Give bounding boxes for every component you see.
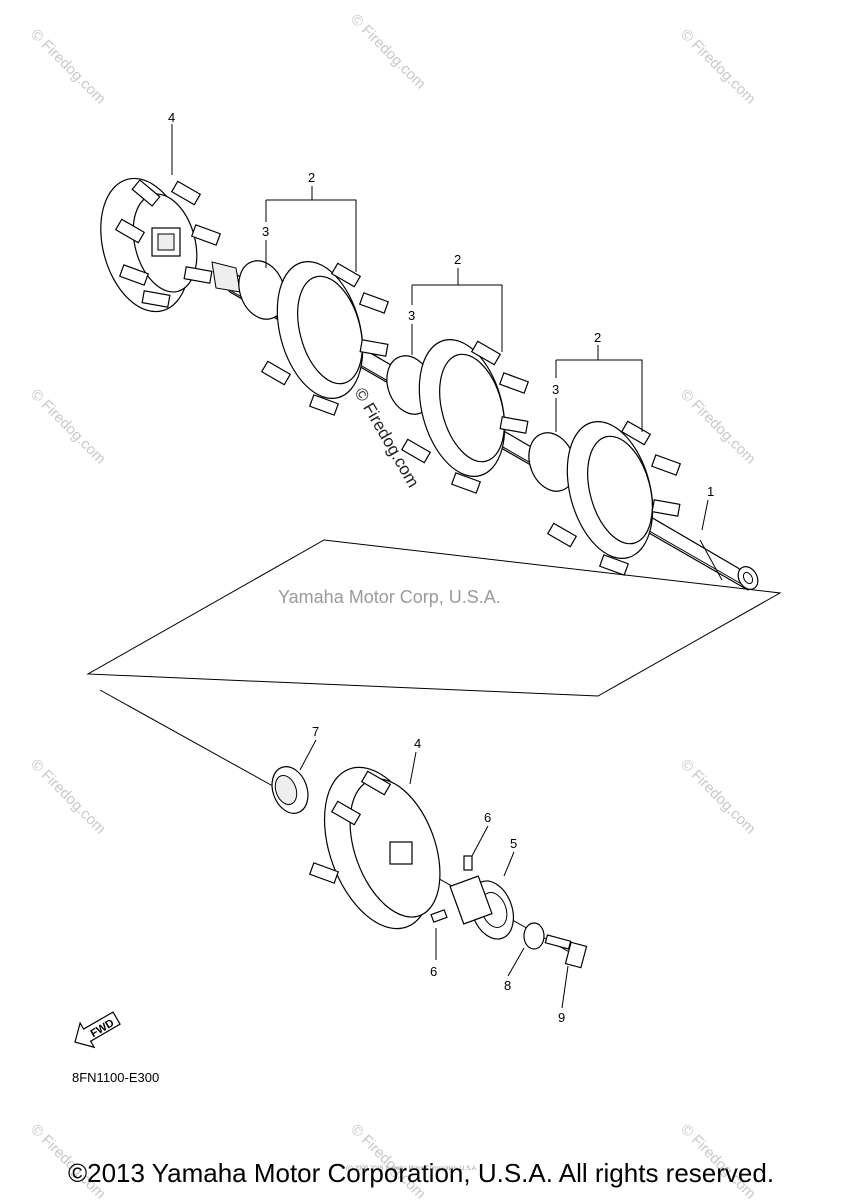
copyright-footer: ©2013 Yamaha Motor Corporation, U.S.A. A… [67,1158,775,1188]
callout-2a: 2 [308,170,315,185]
callout-3c: 3 [552,382,559,397]
callout-labels: 1 2 2 2 3 3 3 4 4 5 6 6 7 8 9 [168,110,714,1025]
callout-brackets [171,124,709,531]
center-watermark: Yamaha Motor Corp, U.S.A. [278,587,501,607]
sprocket-1 [260,260,390,416]
callout-1: 1 [707,484,714,499]
firedog-watermark: © Firedog.com [677,756,759,838]
firedog-watermark: © Firedog.com [347,11,429,93]
fwd-label: FWD [89,1017,117,1040]
callout-8: 8 [504,978,511,993]
callout-5: 5 [510,836,517,851]
callout-3a: 3 [262,224,269,239]
end-sprocket-assembly [99,689,588,1009]
sprocket-3 [546,420,682,576]
callout-6b: 6 [430,964,437,979]
callout-4a: 4 [168,110,175,125]
firedog-watermark: © Firedog.com [677,386,759,468]
part-code: 8FN1100-E300 [72,1070,159,1085]
callout-3b: 3 [408,308,415,323]
callout-9: 9 [558,1010,565,1025]
firedog-watermark: © Firedog.com [27,756,109,838]
callout-2c: 2 [594,330,601,345]
firedog-watermark: © Firedog.com [27,26,109,108]
firedog-watermark: © Firedog.com [27,386,109,468]
callout-6a: 6 [484,810,491,825]
sprocket-end-top [100,177,222,313]
tiny-notice: (c) 2000-2015 Yamaha Motor Corporation, … [346,1166,478,1172]
callout-4b: 4 [414,736,421,751]
firedog-watermark: © Firedog.com [677,26,759,108]
fwd-arrow: FWD [74,1011,121,1049]
sprocket-2 [400,338,530,494]
callout-2b: 2 [454,252,461,267]
assembly-box [86,539,782,697]
callout-7: 7 [312,724,319,739]
